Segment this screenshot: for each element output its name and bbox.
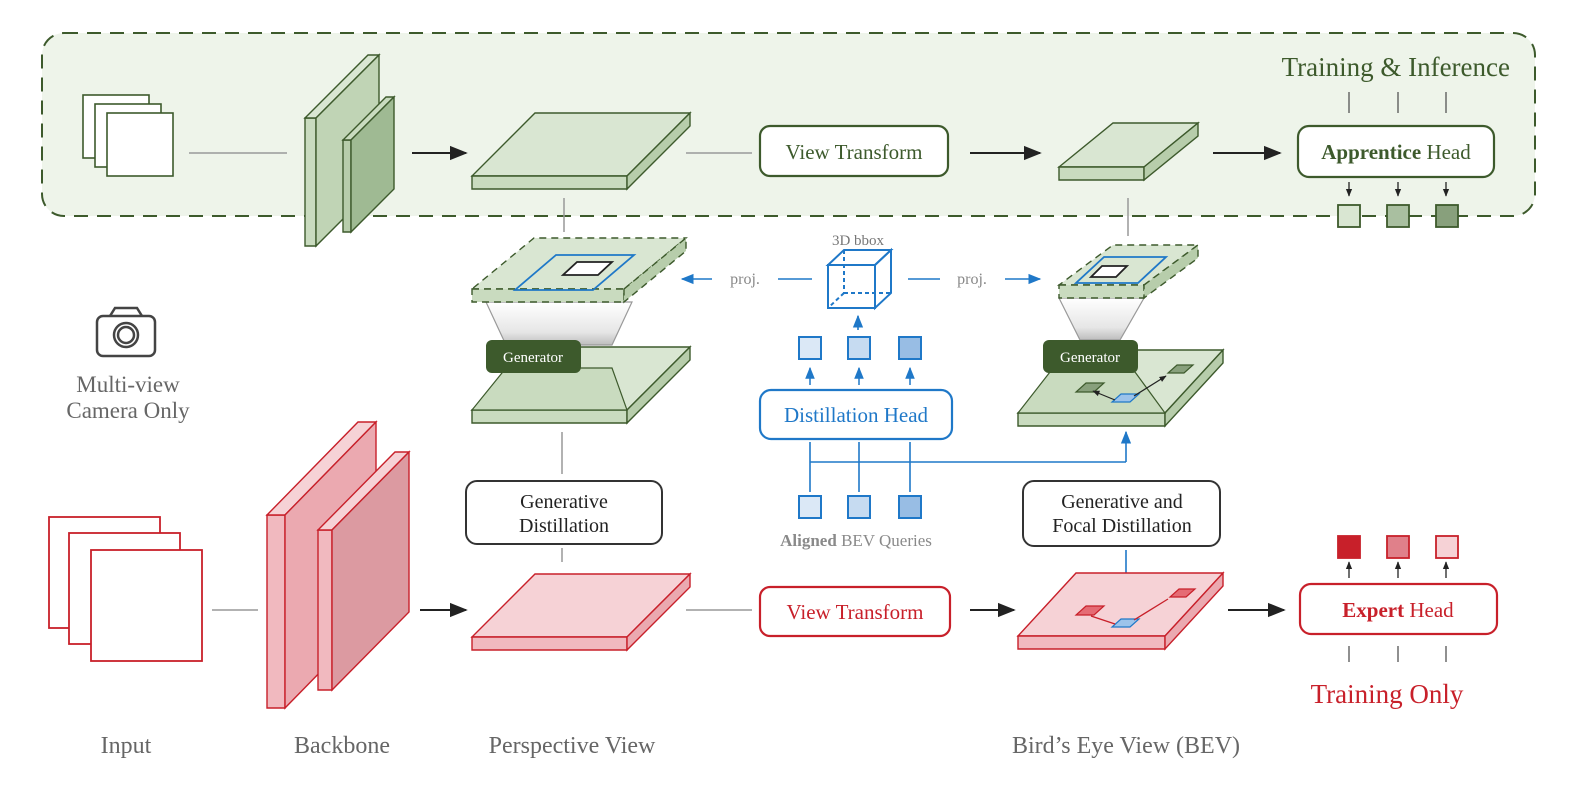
top-backbone [303,53,396,248]
distillation-head-label: Distillation Head [784,403,929,427]
expert-head-box [1298,582,1499,636]
generative-distillation-box [465,480,663,545]
expert-outputs [1337,535,1459,559]
bbox-3d-icon [825,247,894,311]
distillation-head-box [758,388,954,441]
bottom-perspective-feature [470,572,692,652]
bottom-bev-feature [1016,571,1225,651]
bbox-label: 3D bbox [832,233,885,249]
top-view-transform-label: View Transform [786,140,923,164]
expert-head-label: Expert Head [1342,598,1454,622]
proj-right-label: proj. [957,271,987,288]
training-inference-region [41,32,1536,217]
apprentice-head-label: Apprentice Head [1321,140,1471,164]
aligned-queries-label: Aligned BEV Queries [780,531,932,550]
apprentice-outputs [1337,204,1459,228]
camera-label-line1: Multi-view [76,372,180,397]
training-only-label: Training Only [1311,679,1464,709]
top-view-transform-box [758,124,950,178]
generative-distillation-line1: Generative [520,491,608,513]
stage-label-perspective: Perspective View [489,733,656,759]
camera-label-line2: Camera Only [66,398,190,423]
stage-label-input: Input [101,733,152,759]
left-generator-box [486,340,581,373]
right-generator-label: Generator [1060,350,1120,366]
bottom-input-images [48,516,203,662]
left-generator-label: Generator [503,350,563,366]
bottom-view-transform-box [758,585,952,638]
training-inference-label: Training & Inference [1282,52,1510,82]
top-perspective-feature [470,111,692,191]
top-bev-feature [1057,121,1200,182]
focal-distillation-box [1022,480,1221,547]
top-input-images [82,94,174,177]
aligned-bev-queries [798,495,922,519]
bottom-view-transform-label: View Transform [787,600,924,624]
left-generator-stack [470,236,692,425]
stage-label-backbone: Backbone [294,733,390,759]
apprentice-head-box [1296,124,1496,179]
focal-distillation-line2: Focal Distillation [1052,515,1191,537]
stage-label-bev: Bird’s Eye View (BEV) [1012,733,1240,759]
bottom-backbone [265,420,411,710]
generative-distillation-line2: Distillation [519,515,609,537]
focal-distillation-line1: Generative and [1061,491,1183,513]
distilled-queries [798,336,922,360]
proj-left-label: proj. [730,271,760,288]
camera-icon [95,306,157,358]
right-generator-stack [1016,243,1225,428]
right-generator-box [1043,340,1138,373]
